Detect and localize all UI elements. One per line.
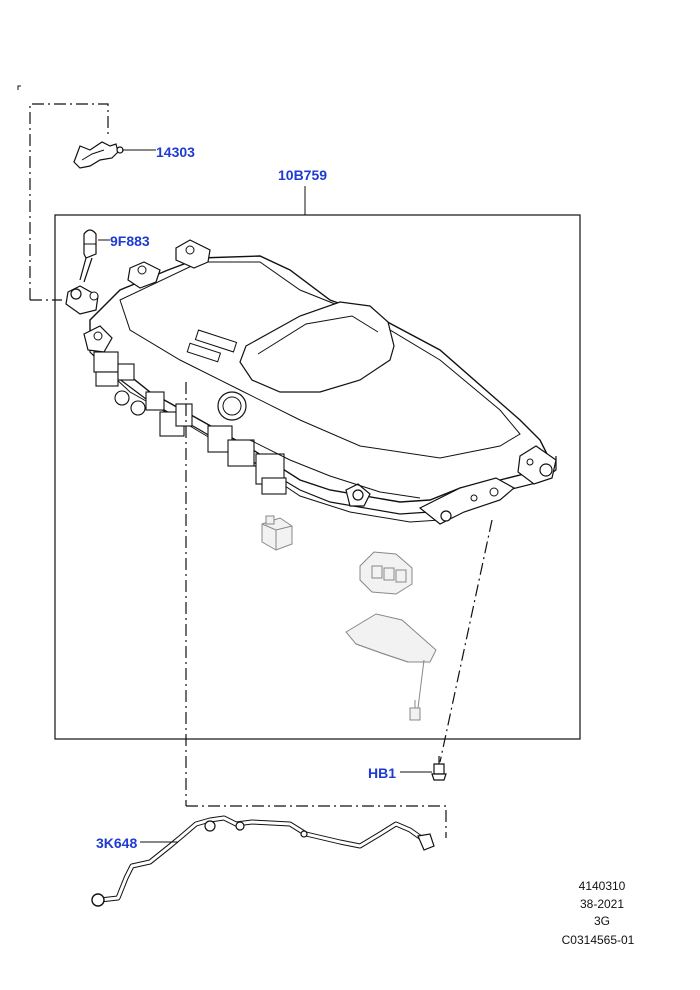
callout-10b759[interactable]: 10B759 xyxy=(278,167,328,183)
sensor-9f883[interactable] xyxy=(79,229,110,283)
callout-9f883[interactable]: 9F883 xyxy=(110,233,150,249)
harness-3k648[interactable] xyxy=(91,815,435,907)
bolt-hb1[interactable] xyxy=(400,756,447,781)
component-bolt[interactable] xyxy=(409,700,421,721)
reference-line-2: 38-2021 xyxy=(579,897,625,911)
callout-hb1[interactable]: HB1 xyxy=(368,765,397,781)
leader-3k648-horizontal xyxy=(186,805,447,838)
component-relay[interactable] xyxy=(261,515,293,551)
assembly-frame xyxy=(54,214,581,740)
component-connector-block[interactable] xyxy=(359,551,413,595)
component-cover-plate[interactable] xyxy=(345,613,437,709)
front-connectors xyxy=(93,351,287,495)
reference-line-4: C0314565-01 xyxy=(561,933,635,947)
reference-line-3: 3G xyxy=(593,914,610,928)
callout-14303[interactable]: 14303 xyxy=(156,144,195,160)
corner-mark xyxy=(17,85,21,90)
battery-control-module[interactable] xyxy=(65,239,557,525)
leader-hb1 xyxy=(439,519,493,763)
reference-line-1: 4140310 xyxy=(578,879,626,893)
leader-14303 xyxy=(29,103,109,300)
callout-3k648[interactable]: 3K648 xyxy=(96,835,138,851)
connector-14303[interactable] xyxy=(73,141,156,169)
